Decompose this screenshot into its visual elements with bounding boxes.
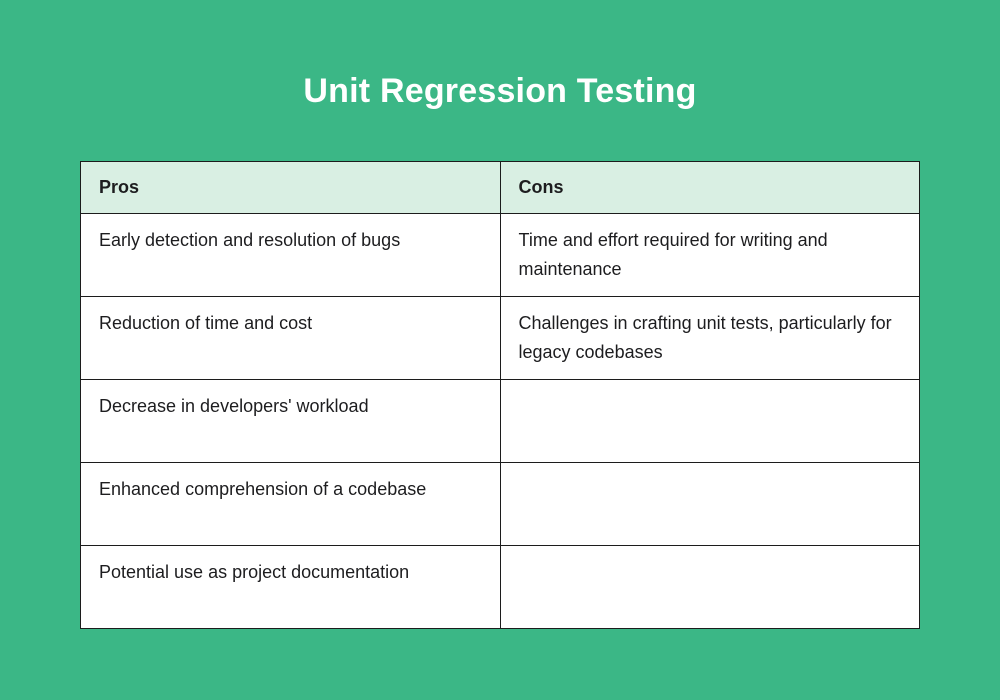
cons-cell	[499, 462, 920, 546]
pros-cell: Potential use as project documentation	[80, 545, 501, 629]
cons-cell: Challenges in crafting unit tests, parti…	[499, 296, 920, 380]
header-row: Pros Cons	[80, 161, 920, 214]
table-row: Early detection and resolution of bugs T…	[80, 213, 920, 297]
pros-column-header: Pros	[80, 161, 501, 214]
cons-cell	[499, 545, 920, 629]
table-row: Enhanced comprehension of a codebase	[80, 462, 920, 546]
table-body: Early detection and resolution of bugs T…	[80, 213, 920, 629]
page-title: Unit Regression Testing	[303, 72, 697, 110]
pros-cell: Enhanced comprehension of a codebase	[80, 462, 501, 546]
table-header: Pros Cons	[80, 161, 920, 214]
pros-cons-table: Pros Cons Early detection and resolution…	[80, 161, 920, 629]
pros-cell: Decrease in developers' workload	[80, 379, 501, 463]
table-row: Reduction of time and cost Challenges in…	[80, 296, 920, 380]
cons-cell	[499, 379, 920, 463]
cons-column-header: Cons	[499, 161, 920, 214]
table-row: Decrease in developers' workload	[80, 379, 920, 463]
table-row: Potential use as project documentation	[80, 545, 920, 629]
cons-cell: Time and effort required for writing and…	[499, 213, 920, 297]
pros-cell: Early detection and resolution of bugs	[80, 213, 501, 297]
pros-cell: Reduction of time and cost	[80, 296, 501, 380]
